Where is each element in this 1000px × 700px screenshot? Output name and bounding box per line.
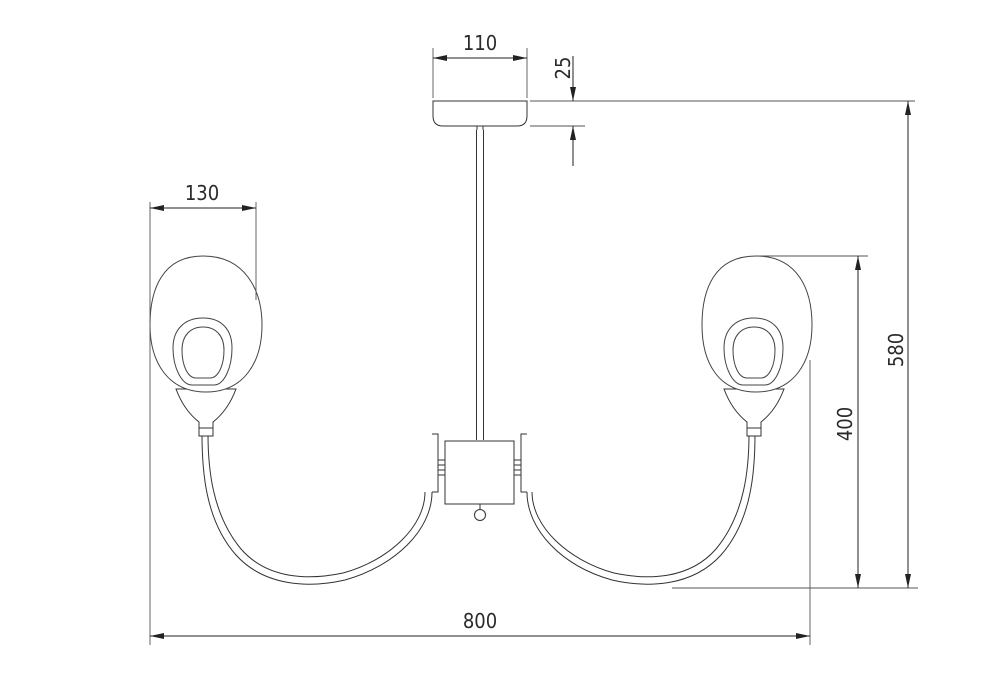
dimension-total-width: 800 bbox=[149, 300, 811, 645]
dimension-canopy-width: 110 bbox=[432, 31, 528, 98]
ceiling-canopy bbox=[432, 100, 528, 130]
right-arm bbox=[526, 433, 756, 585]
right-shade bbox=[701, 255, 813, 437]
total-height-label: 580 bbox=[884, 333, 908, 367]
dimension-shade-width: 130 bbox=[149, 181, 257, 300]
suspension-rod bbox=[476, 130, 484, 440]
canopy-width-label: 110 bbox=[463, 31, 497, 55]
shade-to-bottom-label: 400 bbox=[833, 407, 857, 441]
total-width-label: 800 bbox=[463, 609, 497, 633]
shade-width-label: 130 bbox=[185, 181, 219, 205]
left-shade bbox=[149, 255, 263, 437]
canopy-height-label: 25 bbox=[551, 57, 575, 80]
left-arm bbox=[201, 433, 433, 585]
dimension-shade-to-bottom: 400 bbox=[672, 255, 868, 589]
central-hub bbox=[432, 433, 527, 521]
dimension-total-height: 580 bbox=[868, 101, 918, 589]
dimension-canopy-height: 25 bbox=[530, 56, 915, 166]
